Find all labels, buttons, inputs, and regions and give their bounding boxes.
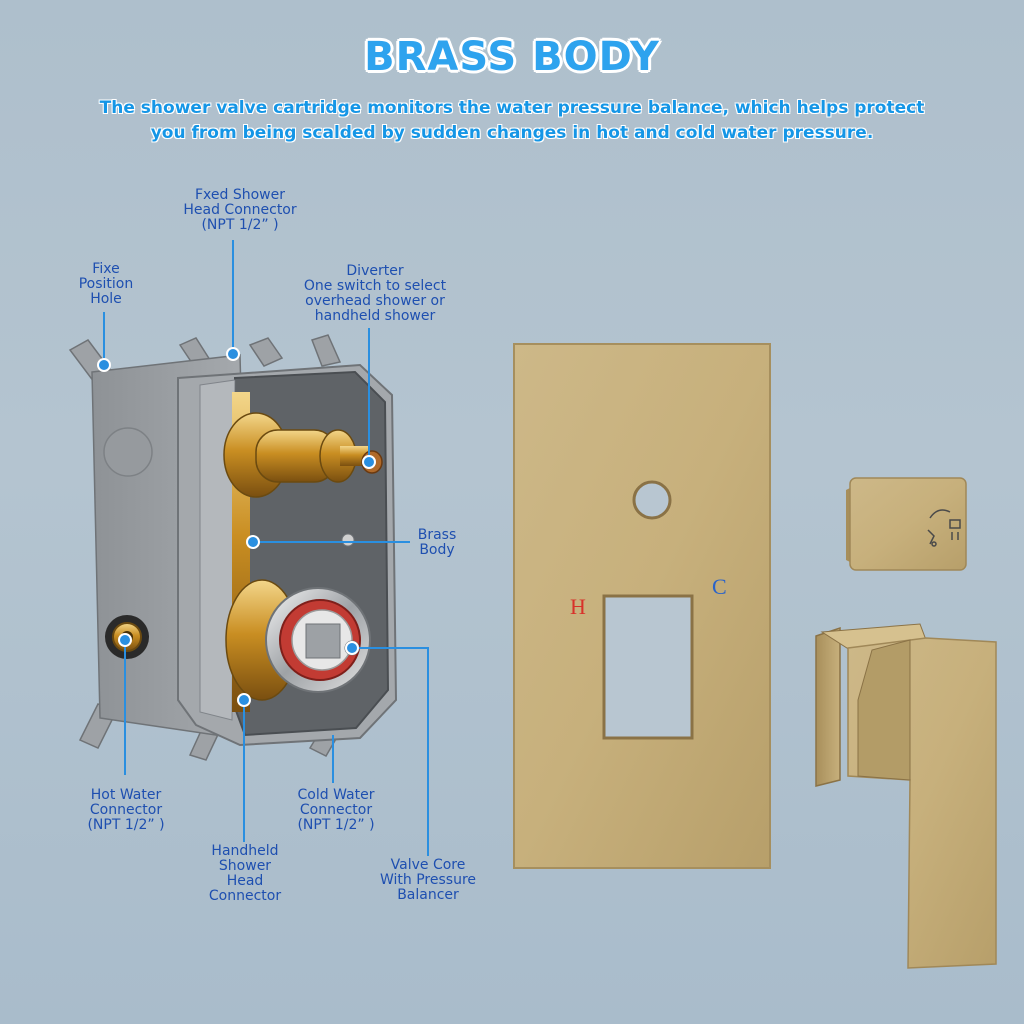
- shower-icon: [927, 509, 961, 547]
- trim-plate: [513, 343, 771, 869]
- callout-lines: [103, 240, 429, 856]
- callout-valve-core: Valve Core With Pressure Balancer: [379, 857, 477, 903]
- page-subtitle: The shower valve cartridge monitors the …: [90, 96, 934, 146]
- hot-marking: H: [570, 594, 586, 619]
- callout-dots: [97, 347, 376, 707]
- callout-hot-water-connector: Hot Water Connector (NPT 1/2” ): [87, 787, 165, 833]
- subtitle-line-2: you from being scalded by sudden changes…: [150, 123, 874, 143]
- callout-fixed-shower-head-connector: Fxed Shower Head Connector (NPT 1/2” ): [183, 187, 297, 233]
- cold-marking: C: [712, 574, 727, 599]
- page-title: BRASS BODY: [364, 34, 660, 80]
- callout-brass-body: Brass Body: [417, 527, 457, 558]
- rough-in-valve-box: [68, 334, 398, 761]
- callout-diverter: Diverter One switch to select overhead s…: [303, 263, 447, 324]
- lever-handle: [815, 623, 997, 969]
- callout-line-valve-core: [352, 647, 429, 856]
- callout-cold-water-connector: Cold Water Connector (NPT 1/2” ): [297, 787, 375, 833]
- diverter-knob: [846, 477, 967, 571]
- callout-handheld-shower-head-connector: Handheld Shower Head Connector: [208, 843, 282, 904]
- subtitle-line-1: The shower valve cartridge monitors the …: [99, 98, 925, 118]
- callout-fixe-position-hole: Fixe Position Hole: [78, 261, 134, 307]
